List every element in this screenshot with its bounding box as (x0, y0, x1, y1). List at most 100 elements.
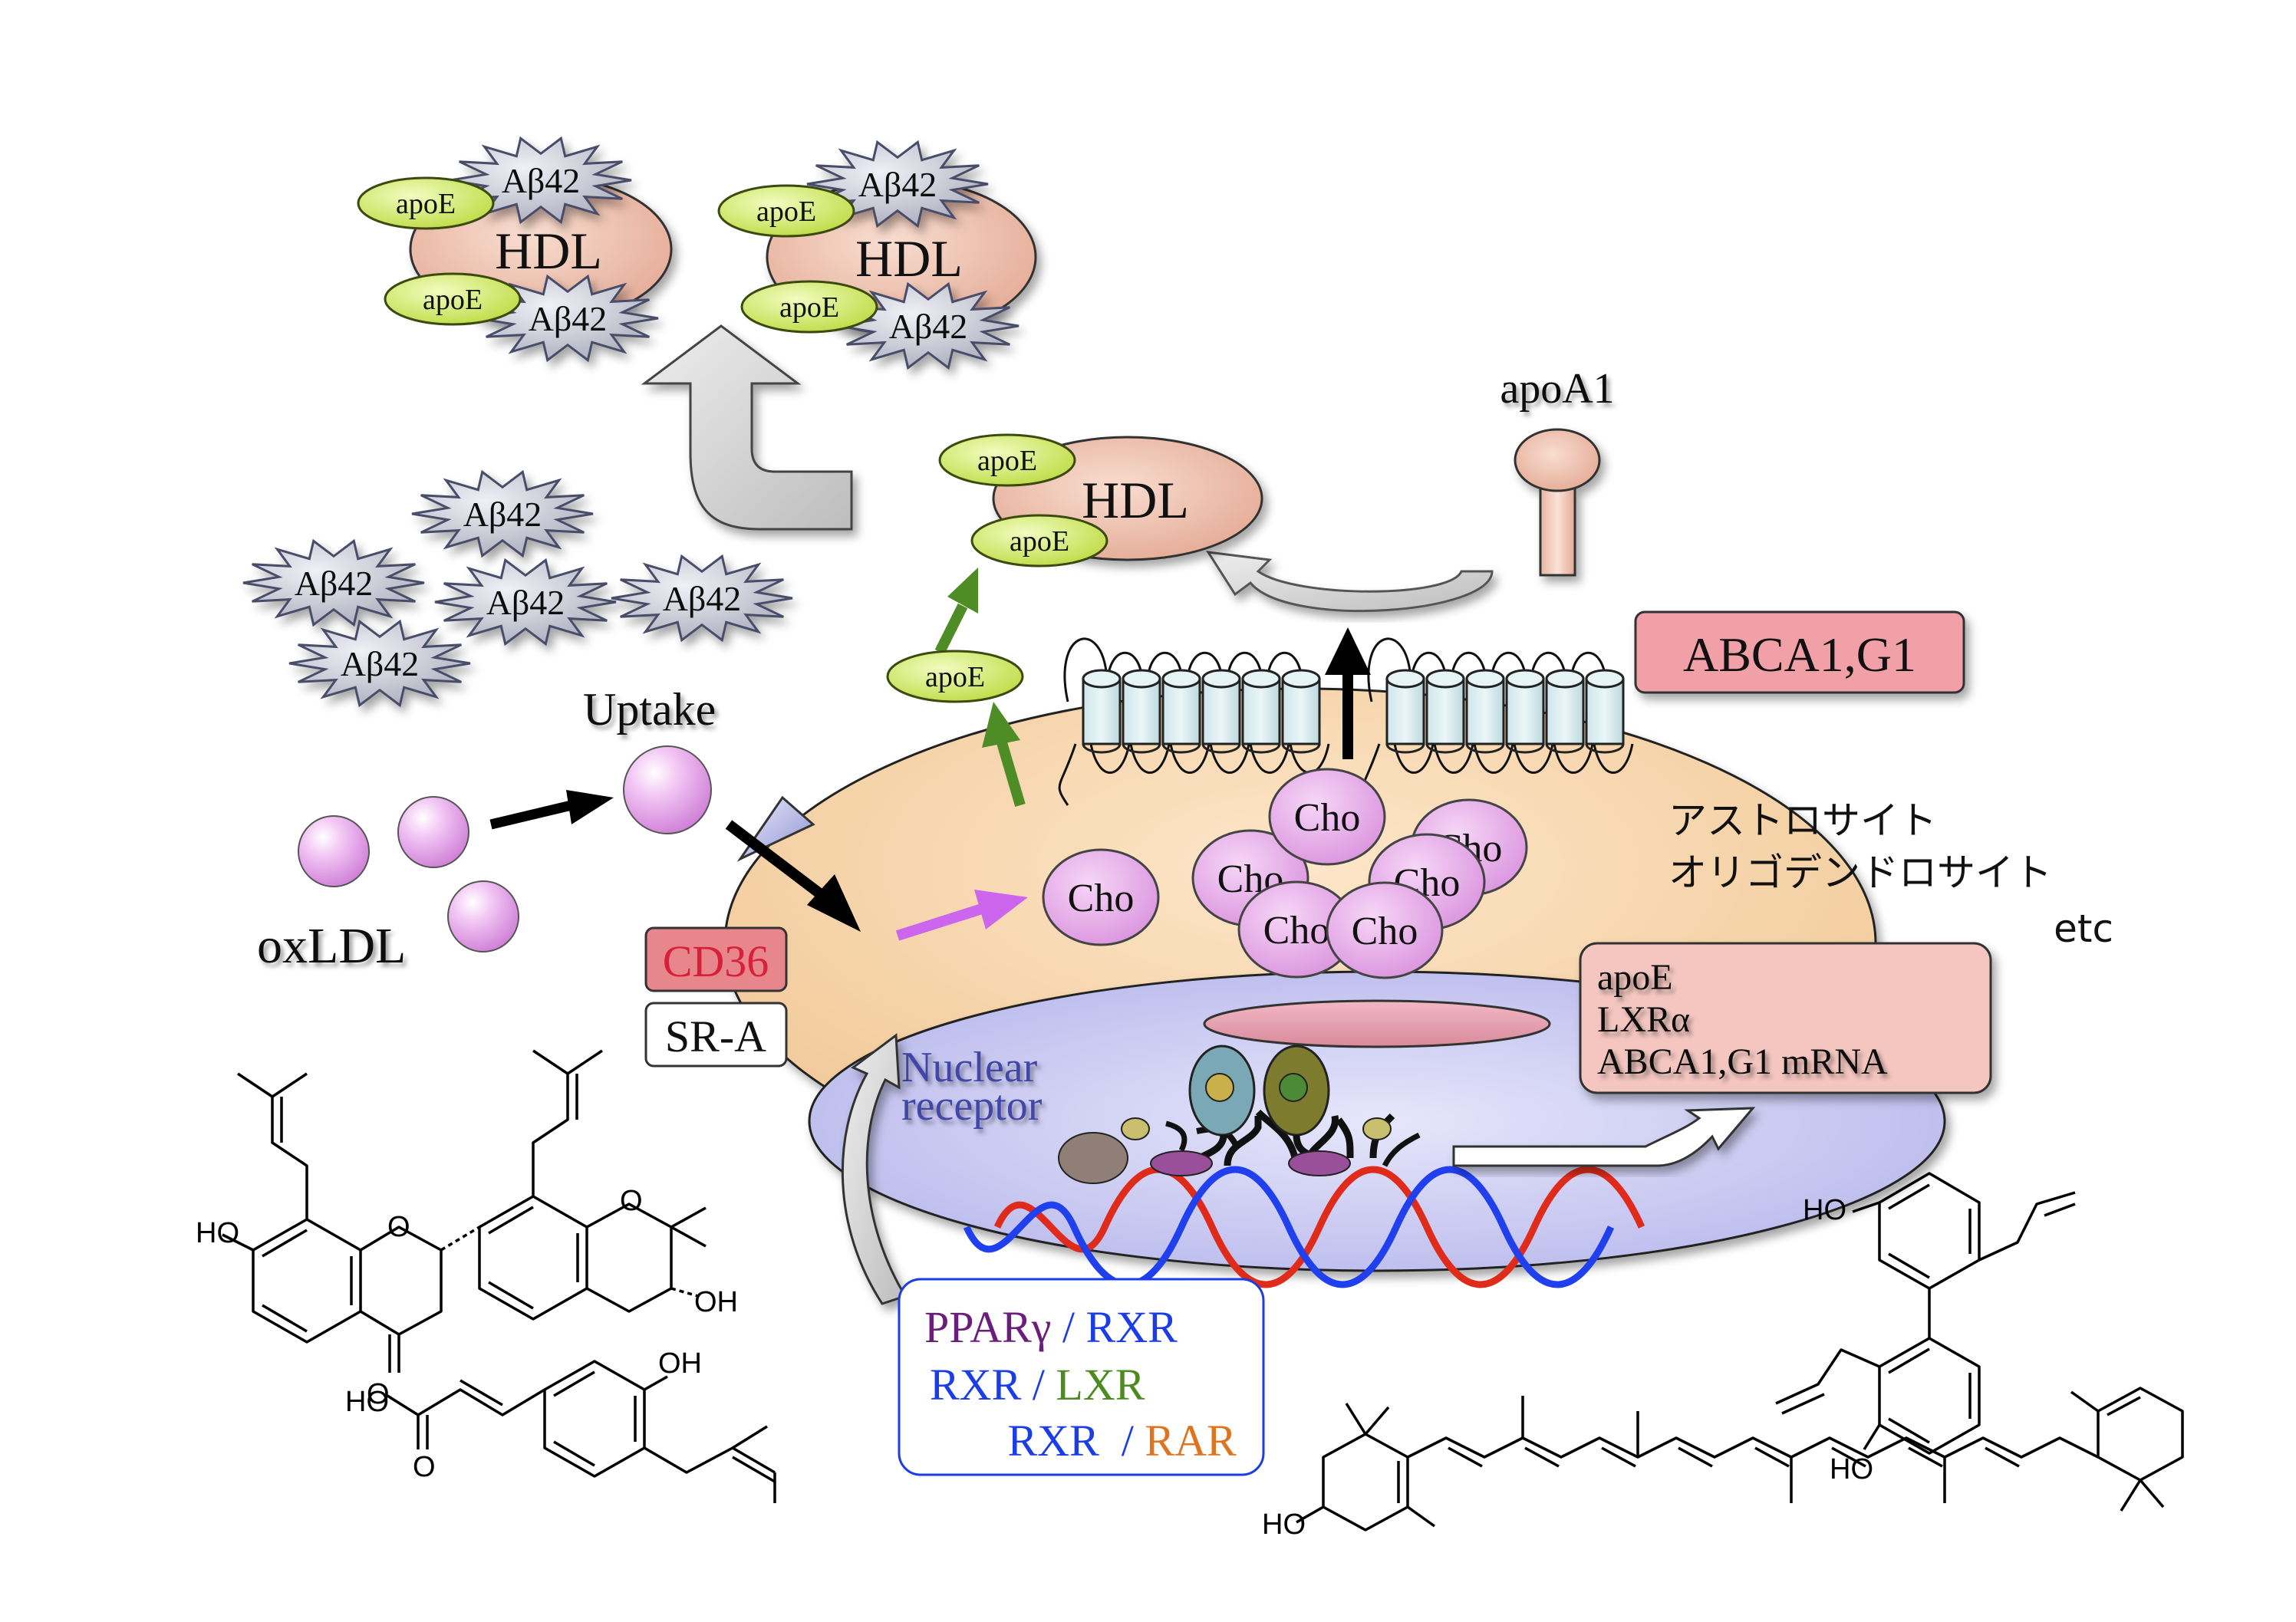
receptor-sep-2: / (1021, 1360, 1056, 1410)
abca1-transporter-left (1058, 637, 1330, 806)
induced-abca-mrna: ABCA1,G1 mRNA (1597, 1041, 1888, 1082)
free-abeta-2-label: Aβ42 (295, 564, 374, 603)
hdl-2-apoe-top-label: apoE (756, 196, 816, 228)
receptor-rar: RAR (1145, 1416, 1237, 1466)
cholesterol-delivery-arrow (895, 890, 1028, 941)
free-abeta-4: Aβ42 (611, 554, 793, 643)
uptake-label: Uptake (583, 684, 716, 735)
cho-5-label: Cho (1263, 909, 1330, 952)
chem-bip-ho: HO (1803, 1194, 1846, 1226)
transcription-arrow (1452, 1107, 1756, 1167)
efflux-arrow (1325, 627, 1371, 759)
internalization-arrow (725, 820, 861, 932)
hdl-1-label: HDL (495, 222, 602, 280)
induced-lxra: LXRα (1597, 999, 1690, 1040)
cell-type-oligodendrocyte: オリゴデンドロサイト (1668, 850, 2052, 895)
chem-cin-oh: OH (658, 1347, 702, 1380)
hdl-2-abeta-bottom: Aβ42 (837, 281, 1020, 370)
ligand-entry-arrow (841, 1033, 908, 1305)
chem-car-ho: HO (1262, 1508, 1306, 1541)
free-abeta-4-label: Aβ42 (663, 579, 742, 618)
chem-flav-ho: HO (196, 1217, 239, 1249)
nuclear-receptor-label-2: receptor (901, 1082, 1043, 1130)
apoa1-to-hdl-arrow (1206, 551, 1494, 613)
sra-box: SR-A (644, 1002, 788, 1068)
hdl-1-abeta-top-label: Aβ42 (502, 161, 581, 200)
hdl-2-apoe-top: apoE (717, 184, 855, 238)
abca1-transporter-right (1362, 637, 1634, 806)
induced-genes-box: apoE LXRα ABCA1,G1 mRNA (1579, 942, 1992, 1094)
chem-flav-o1: O (387, 1211, 410, 1243)
oxldl-label: oxLDL (257, 918, 406, 974)
dna-helix (963, 1166, 1645, 1288)
chem-cin-ho: HO (345, 1386, 389, 1418)
chem-cin-o: O (413, 1451, 436, 1483)
chemical-structure-carotenoid (1296, 1387, 2184, 1532)
uptake-arrow (489, 790, 614, 830)
hdl-3-apoe-bottom-label: apoE (1010, 525, 1069, 558)
chemical-structure-flavanone (222, 1049, 707, 1373)
chemical-structure-biphenyl (1775, 1172, 2076, 1455)
receptor-sep-3: / (1099, 1416, 1145, 1466)
green-arrow-apoe-secretion (982, 702, 1026, 807)
oxldl-particles (298, 745, 712, 952)
cell-type-etc: etc (2054, 906, 2113, 951)
cho-7-label: Cho (1352, 910, 1418, 953)
receptor-pairs-box: PPARγ / RXR RXR / LXR RXR / RAR (898, 1278, 1292, 1476)
chemical-structure-cinnamic-acid (387, 1360, 776, 1503)
receptor-ppar: PPARγ (924, 1302, 1051, 1352)
free-abeta-5: Aβ42 (288, 619, 471, 708)
hdl-particle-3: HDL apoE apoE (938, 433, 1263, 568)
hdl-3-apoe-top: apoE (938, 433, 1076, 487)
apoe-secreted: apoE (886, 650, 1024, 703)
receptor-lxr: LXR (1056, 1360, 1145, 1410)
receptor-complex (1058, 999, 1551, 1184)
free-abeta-5-label: Aβ42 (341, 644, 420, 683)
cholesterol-group: ChoChoChoChoChoChoCho (1042, 768, 1528, 979)
chem-flav-oh: OH (694, 1286, 738, 1318)
receptor-rxr-1: RXR (1086, 1302, 1178, 1352)
chem-flav-o3: O (620, 1185, 643, 1217)
hdl-2-apoe-bottom-label: apoE (779, 291, 839, 324)
hdl-3-apoe-bottom: apoE (970, 514, 1108, 568)
hdl-1-apoe-bottom: apoE (384, 272, 522, 326)
free-abeta-2: Aβ42 (242, 538, 425, 627)
green-arrow-apoe-to-hdl (934, 568, 978, 655)
abca1-g1-label: ABCA1,G1 (1683, 627, 1916, 682)
hdl-1-apoe-top: apoE (357, 176, 495, 230)
receptor-rxr-2: RXR (930, 1360, 1022, 1410)
free-abeta-1-label: Aβ42 (463, 495, 542, 534)
hdl-export-arrow (641, 324, 853, 531)
hdl-2-apoe-bottom: apoE (740, 280, 878, 334)
hdl-2-abeta-top-label: Aβ42 (858, 165, 937, 204)
hdl-1-apoe-bottom-label: apoE (423, 284, 483, 316)
apoa1-label: apoA1 (1500, 365, 1614, 413)
cho-7: Cho (1326, 881, 1444, 979)
hdl-2-label: HDL (855, 229, 963, 288)
chem-flav-o2: O (367, 1378, 390, 1410)
cho-4-label: Cho (1294, 796, 1361, 840)
free-abeta-1: Aβ42 (411, 469, 594, 558)
hdl-1-apoe-top-label: apoE (396, 188, 456, 220)
hdl-2-abeta-bottom-label: Aβ42 (889, 307, 968, 346)
receptor-rxr-3: RXR (1008, 1416, 1100, 1466)
sra-label: SR-A (665, 1012, 766, 1061)
cd36-box: CD36 (644, 926, 788, 992)
hdl-1-abeta-bottom-label: Aβ42 (529, 299, 608, 338)
hdl-1-abeta-bottom: Aβ42 (476, 274, 659, 363)
free-abeta-3: Aβ42 (434, 558, 617, 646)
cd36-label: CD36 (663, 936, 769, 986)
hdl-3-label: HDL (1082, 471, 1189, 529)
receptor-pair-1: PPARγ / RXR (924, 1302, 1178, 1352)
induced-apoe: apoE (1597, 957, 1673, 998)
hdl-3-apoe-top-label: apoE (977, 445, 1037, 477)
cho-1: Cho (1042, 848, 1160, 946)
cho-5: Cho (1237, 880, 1356, 979)
apoe-secreted-label: apoE (925, 661, 985, 693)
apoa1-protein (1514, 428, 1601, 577)
receptor-pair-3: RXR / RAR (930, 1416, 1292, 1466)
